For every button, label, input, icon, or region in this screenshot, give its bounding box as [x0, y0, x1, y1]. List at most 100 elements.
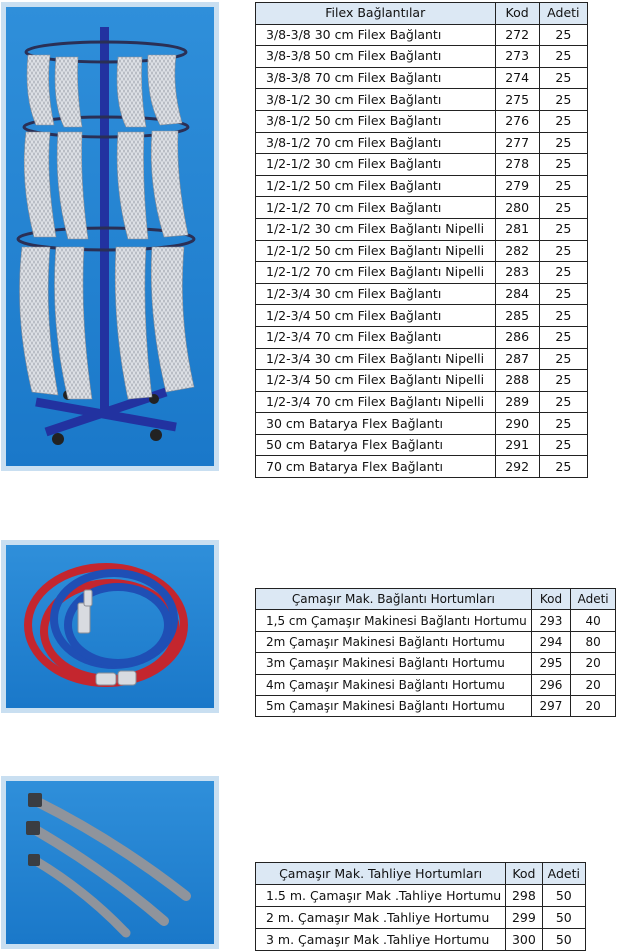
- product-qty: 25: [538, 153, 589, 176]
- product-code: 284: [494, 282, 540, 306]
- product-qty: 25: [538, 131, 589, 155]
- product-qty: 50: [541, 928, 587, 951]
- product-name: 1/2-3/4 70 cm Filex Bağlantı: [255, 325, 496, 349]
- table-header-row: Filex Bağlantılar Kod Adeti: [255, 2, 589, 25]
- column-header-code: Kod: [530, 587, 572, 611]
- table-row: 1,5 cm Çamaşır Makinesi Bağlantı Hortumu…: [255, 609, 616, 632]
- product-qty: 20: [570, 673, 616, 696]
- product-name: 3/8-1/2 50 cm Filex Bağlantı: [255, 109, 496, 133]
- product-name: 3m Çamaşır Makinesi Bağlantı Hortumu: [255, 652, 532, 675]
- column-header-name: Çamaşır Mak. Tahliye Hortumları: [254, 862, 507, 885]
- product-code: 294: [530, 630, 572, 654]
- column-header-name: Çamaşır Mak. Bağlantı Hortumları: [255, 587, 532, 611]
- product-code: 282: [494, 239, 540, 263]
- product-code: 274: [494, 66, 540, 90]
- hose-display-stand-image: [16, 27, 196, 445]
- product-name: 3/8-1/2 70 cm Filex Bağlantı: [255, 131, 496, 155]
- washing-machine-hoses-photo: [1, 540, 219, 713]
- column-header-qty: Adeti: [538, 2, 589, 25]
- product-name: 1/2-3/4 50 cm Filex Bağlantı: [255, 304, 496, 327]
- product-code: 281: [494, 217, 540, 241]
- product-qty: 80: [570, 630, 616, 654]
- product-qty: 25: [538, 282, 589, 306]
- product-code: 289: [494, 390, 540, 414]
- product-name: 3/8-3/8 30 cm Filex Bağlantı: [255, 23, 496, 47]
- product-code: 293: [530, 609, 572, 632]
- product-code: 299: [505, 906, 543, 929]
- product-name: 1/2-3/4 50 cm Filex Bağlantı Nipelli: [255, 369, 496, 392]
- product-code: 275: [494, 88, 540, 111]
- product-name: 1/2-1/2 70 cm Filex Bağlantı: [255, 196, 496, 219]
- column-header-qty: Adeti: [570, 587, 616, 611]
- product-name: 3/8-3/8 50 cm Filex Bağlantı: [255, 45, 496, 68]
- product-name: 4m Çamaşır Makinesi Bağlantı Hortumu: [255, 673, 532, 696]
- drain-hoses-photo: [1, 776, 219, 949]
- product-code: 272: [494, 23, 540, 47]
- product-code: 277: [494, 131, 540, 155]
- product-name: 1/2-1/2 30 cm Filex Bağlantı Nipelli: [255, 217, 496, 241]
- product-name: 2m Çamaşır Makinesi Bağlantı Hortumu: [255, 630, 532, 654]
- product-qty: 25: [538, 66, 589, 90]
- product-name: 1/2-3/4 30 cm Filex Bağlantı Nipelli: [255, 347, 496, 371]
- product-code: 292: [494, 455, 540, 479]
- product-qty: 25: [538, 261, 589, 284]
- product-code: 290: [494, 412, 540, 435]
- product-qty: 50: [541, 884, 587, 907]
- drain-hose-table: Çamaşır Mak. Tahliye Hortumları Kod Adet…: [254, 862, 587, 951]
- product-qty: 25: [538, 455, 589, 479]
- product-qty: 25: [538, 45, 589, 68]
- product-qty: 25: [538, 347, 589, 371]
- column-header-name: Filex Bağlantılar: [255, 2, 496, 25]
- table-header-row: Çamaşır Mak. Tahliye Hortumları Kod Adet…: [254, 862, 587, 885]
- product-code: 291: [494, 433, 540, 457]
- product-qty: 25: [538, 304, 589, 327]
- product-name: 2 m. Çamaşır Mak .Tahliye Hortumu: [254, 906, 507, 929]
- product-qty: 20: [570, 694, 616, 718]
- product-name: 1/2-3/4 30 cm Filex Bağlantı: [255, 282, 496, 306]
- product-code: 285: [494, 304, 540, 327]
- product-qty: 20: [570, 652, 616, 675]
- product-name: 3/8-1/2 30 cm Filex Bağlantı: [255, 88, 496, 111]
- product-code: 279: [494, 174, 540, 198]
- product-name: 1.5 m. Çamaşır Mak .Tahliye Hortumu: [254, 884, 507, 907]
- product-code: 297: [530, 694, 572, 718]
- product-name: 1/2-3/4 70 cm Filex Bağlantı Nipelli: [255, 390, 496, 414]
- product-name: 3/8-3/8 70 cm Filex Bağlantı: [255, 66, 496, 90]
- column-header-qty: Adeti: [541, 862, 587, 885]
- table-header-row: Çamaşır Mak. Bağlantı Hortumları Kod Ade…: [255, 587, 616, 611]
- product-name: 1,5 cm Çamaşır Makinesi Bağlantı Hortumu: [255, 609, 532, 632]
- product-qty: 25: [538, 433, 589, 457]
- product-name: 1/2-1/2 30 cm Filex Bağlantı: [255, 153, 496, 176]
- hose-display-stand-photo: [1, 2, 219, 471]
- product-name: 1/2-1/2 50 cm Filex Bağlantı: [255, 174, 496, 198]
- product-qty: 25: [538, 369, 589, 392]
- product-qty: 25: [538, 174, 589, 198]
- column-header-code: Kod: [505, 862, 543, 885]
- product-code: 295: [530, 652, 572, 675]
- product-code: 278: [494, 153, 540, 176]
- product-name: 1/2-1/2 70 cm Filex Bağlantı Nipelli: [255, 261, 496, 284]
- product-code: 280: [494, 196, 540, 219]
- product-name: 1/2-1/2 50 cm Filex Bağlantı Nipelli: [255, 239, 496, 263]
